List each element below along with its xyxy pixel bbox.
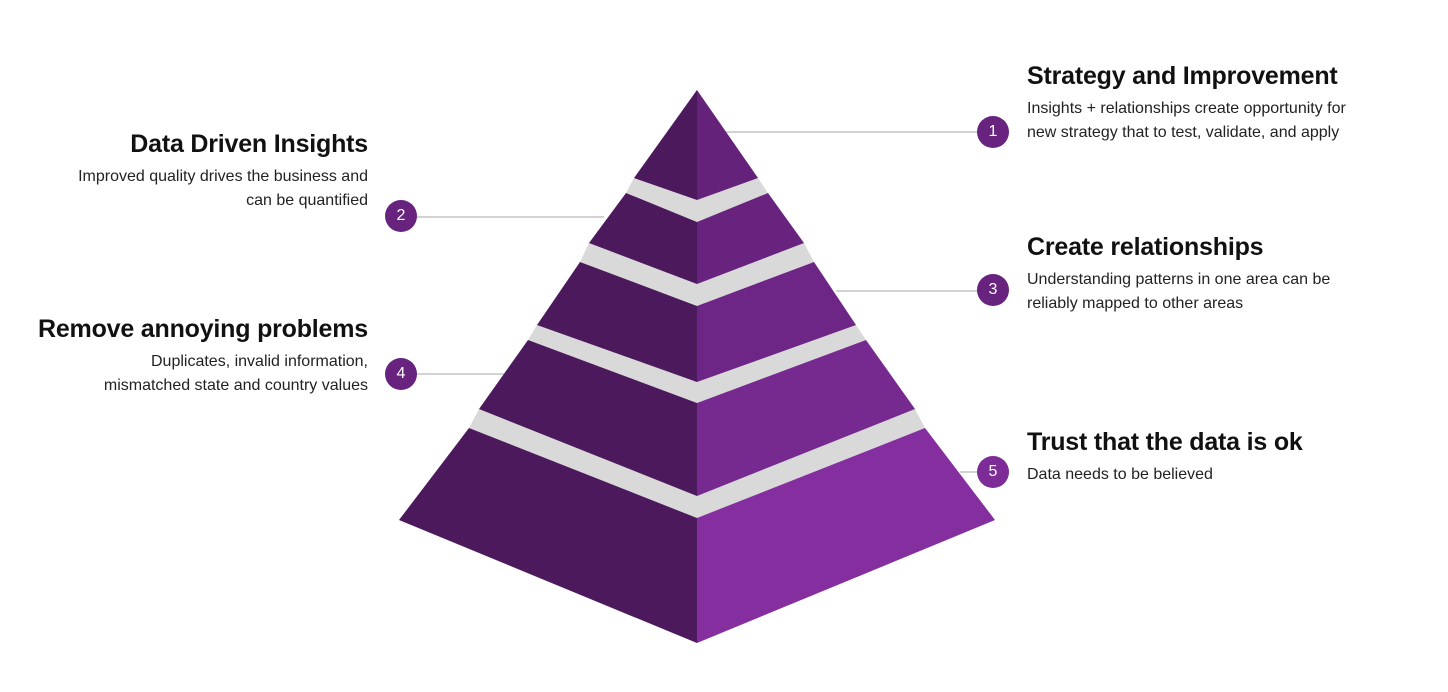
tier-5-left-face [399, 428, 697, 643]
tier-3-right-face [697, 262, 856, 382]
level-badge-4: 4 [385, 358, 417, 390]
level-badge-3: 3 [977, 274, 1009, 306]
level-title-3: Create relationships [1027, 233, 1264, 261]
level-description-4: Duplicates, invalid information, mismatc… [103, 353, 368, 394]
tier-2-right-face [697, 193, 804, 284]
level-description-3: Understanding patterns in one area can b… [1027, 271, 1331, 312]
tier-5-right-face [697, 428, 995, 643]
tier-4-right-face [697, 340, 915, 496]
level-title-5: Trust that the data is ok [1027, 428, 1303, 456]
tier-3-left-face [537, 262, 697, 382]
level-description-2: Improved quality drives the business and… [78, 168, 368, 209]
level-badge-1: 1 [977, 116, 1009, 148]
level-badge-5: 5 [977, 456, 1009, 488]
level-badge-2: 2 [385, 200, 417, 232]
level-description-5: Data needs to be believed [1027, 466, 1213, 483]
level-label-5: Trust that the data is ok Data needs to … [1027, 428, 1367, 487]
level-label-2: Data Driven Insights Improved quality dr… [30, 130, 368, 213]
level-title-1: Strategy and Improvement [1027, 62, 1338, 90]
level-label-4: Remove annoying problems Duplicates, inv… [20, 315, 368, 398]
level-label-3: Create relationships Understanding patte… [1027, 233, 1367, 316]
level-title-4: Remove annoying problems [38, 315, 368, 343]
tier-1-left-face [634, 90, 697, 200]
tier-1-right-face [697, 90, 758, 200]
tier-4-left-face [479, 340, 697, 496]
tier-2-left-face [589, 193, 697, 284]
level-description-1: Insights + relationships create opportun… [1027, 100, 1346, 141]
level-title-2: Data Driven Insights [130, 130, 368, 158]
level-label-1: Strategy and Improvement Insights + rela… [1027, 62, 1367, 145]
